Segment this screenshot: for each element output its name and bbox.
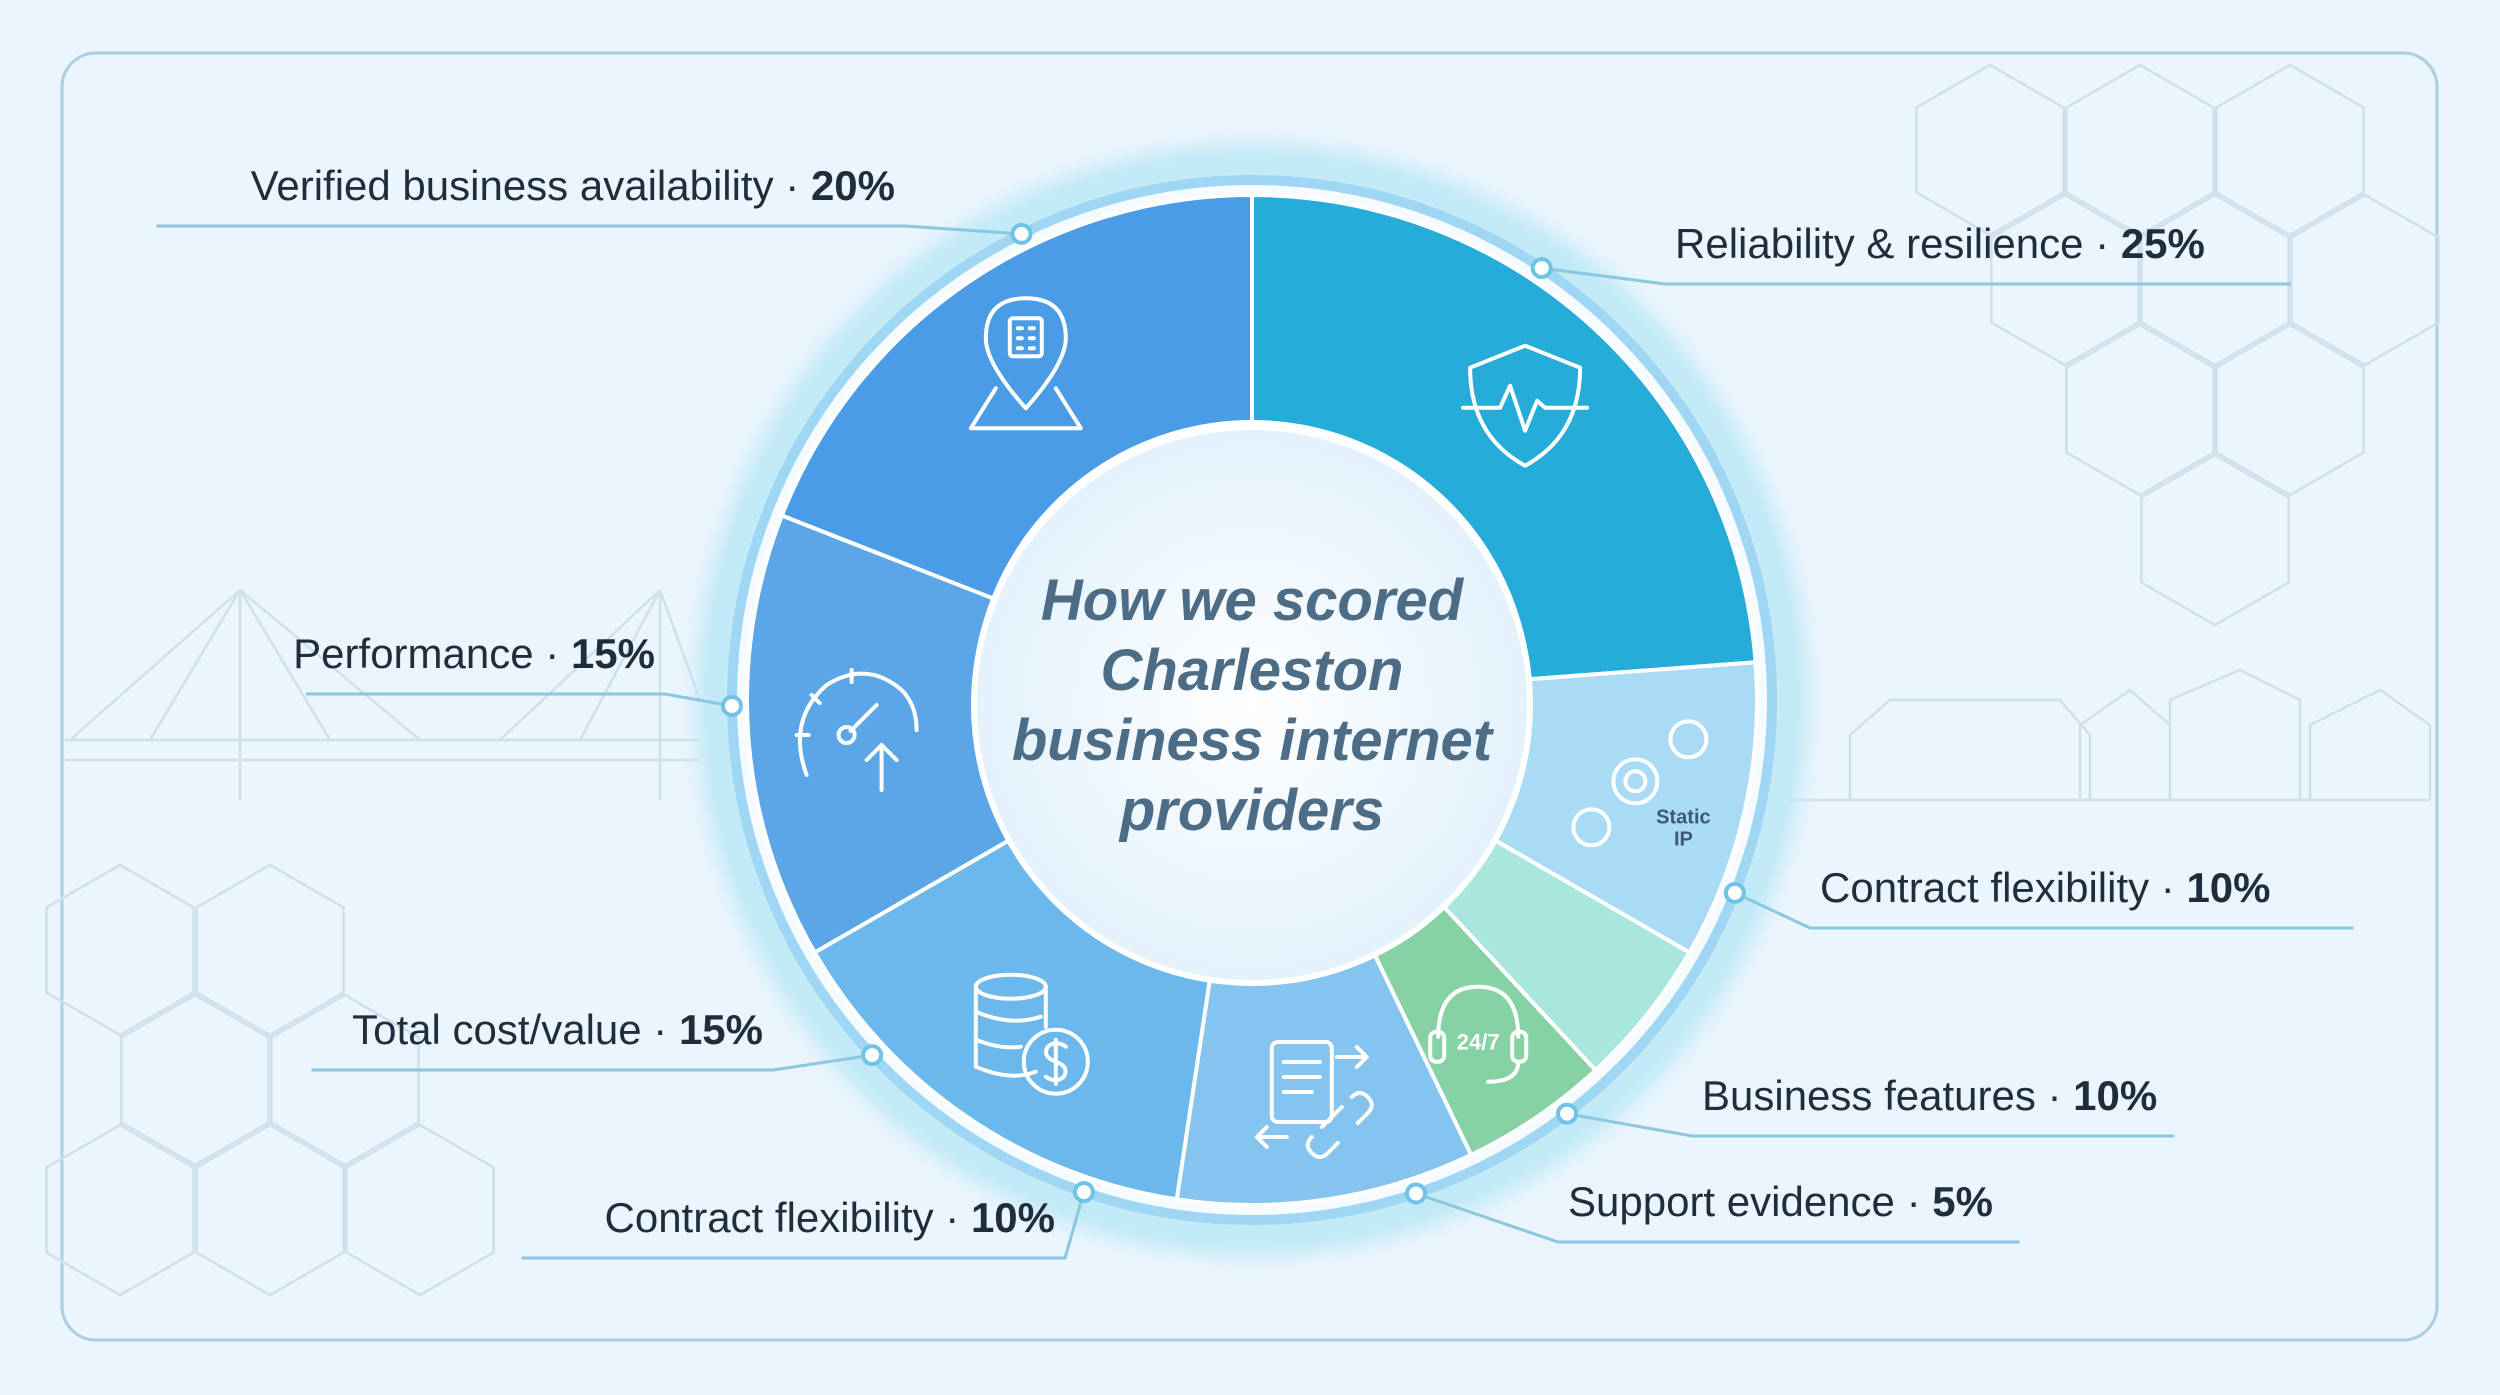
callout-total-cost-value-5: Total cost/value · 15%	[311, 1006, 884, 1072]
coins-dollar-icon	[973, 972, 1090, 1096]
support-24-7-label: 24/7	[1457, 1030, 1500, 1055]
category-name: Contract flexibility ·	[605, 1194, 971, 1241]
slice-reliability-resilience-0	[1250, 192, 1758, 682]
callout-dot	[1405, 1182, 1427, 1205]
callout-dot	[1723, 881, 1746, 904]
leader-line	[521, 1191, 1086, 1260]
hexagon-shape	[270, 993, 420, 1167]
hexagon-shape	[195, 863, 345, 1037]
chart-title-line: providers	[1118, 778, 1384, 843]
callout-verified-business-availability-7: Verified business availability · 20%	[156, 162, 1033, 245]
callout-dot	[1072, 1181, 1095, 1204]
static-ip-label-2: IP	[1674, 828, 1693, 850]
callout-dot	[861, 1044, 884, 1067]
hexagon-shape	[1915, 63, 2065, 237]
hexagon-shape	[345, 1123, 495, 1297]
background-decoration	[45, 63, 2440, 1297]
category-name: Contract flexibility ·	[1820, 864, 2186, 911]
callout-label: Verified business availability · 20%	[251, 162, 895, 209]
callout-dot	[1530, 257, 1553, 280]
hexagon-shape	[45, 863, 195, 1037]
category-name: Support evidence ·	[1568, 1178, 1932, 1225]
leader-line	[306, 692, 733, 708]
static-ip-label: Static	[1656, 806, 1710, 828]
hexagon-shape	[2215, 63, 2365, 237]
hexagon-shape	[2140, 453, 2290, 627]
category-name: Total cost/value ·	[352, 1006, 679, 1053]
hexagon-shape	[1990, 193, 2140, 367]
contract-link-icon	[1254, 1040, 1374, 1159]
hexagon-shape	[120, 993, 270, 1167]
leader-line	[1566, 1112, 2174, 1138]
callout-dot	[721, 695, 743, 717]
callout-contract-flexibility-1: Contract flexibility · 10%	[1723, 864, 2354, 930]
leader-line	[1541, 266, 2291, 286]
chart-title-line: business internet	[1012, 708, 1495, 773]
callout-label: Support evidence · 5%	[1568, 1178, 1993, 1225]
hexagon-shape	[2290, 193, 2440, 367]
callout-dot	[1556, 1102, 1578, 1125]
category-name: Reliability & resilience ·	[1675, 220, 2121, 267]
hexagon-shape	[45, 1123, 195, 1297]
callout-support-evidence-3: Support evidence · 5%	[1405, 1178, 2020, 1244]
category-value: 15%	[679, 1006, 763, 1053]
ring-glow	[697, 145, 1807, 1255]
category-value: 10%	[2186, 864, 2270, 911]
hexagon-shape	[195, 1123, 345, 1297]
callout-reliability-resilience-0: Reliability & resilience · 25%	[1530, 220, 2291, 286]
building-location-pin-icon	[968, 296, 1083, 431]
callout-dot	[1010, 222, 1033, 245]
hexagon-shape	[2065, 63, 2215, 237]
callout-label: Business features · 10%	[1702, 1072, 2157, 1119]
hexagon-shape	[2065, 323, 2215, 497]
callout-performance-6: Performance · 15%	[293, 630, 743, 717]
callout-label: Total cost/value · 15%	[352, 1006, 763, 1053]
houses-outline	[1790, 668, 2432, 802]
callout-label: Reliability & resilience · 25%	[1675, 220, 2205, 267]
leader-line	[156, 224, 1022, 236]
hexagon-shape	[2215, 323, 2365, 497]
hexagon-shape	[2140, 193, 2290, 367]
category-value: 10%	[971, 1194, 1055, 1241]
callout-contract-flexibility-4: Contract flexibility · 10%	[521, 1181, 1095, 1260]
speedometer-icon	[794, 668, 919, 792]
callout-business-features-2: Business features · 10%	[1556, 1072, 2174, 1138]
chart-title-line: How we scored	[1041, 568, 1465, 633]
headset-24-7-icon: 24/7	[1428, 984, 1529, 1084]
shield-heartbeat-icon	[1461, 343, 1590, 468]
callouts: Reliability & resilience · 25% Contract f…	[156, 162, 2354, 1260]
center-disc	[971, 424, 1533, 986]
callout-label: Contract flexibility · 10%	[605, 1194, 1056, 1241]
category-value: 5%	[1932, 1178, 1993, 1225]
callout-label: Contract flexibility · 10%	[1820, 864, 2271, 911]
category-name: Business features ·	[1702, 1072, 2073, 1119]
leader-line	[311, 1053, 873, 1072]
frame	[60, 51, 2439, 1342]
category-value: 10%	[2073, 1072, 2157, 1119]
leader-line	[1734, 891, 2354, 930]
category-value: 25%	[2121, 220, 2205, 267]
category-value: 15%	[571, 630, 655, 677]
chart-title-line: Charleston	[1101, 638, 1404, 703]
category-name: Performance ·	[293, 630, 571, 677]
leader-line	[1415, 1192, 2020, 1244]
category-value: 20%	[811, 162, 895, 209]
callout-label: Performance · 15%	[293, 630, 655, 677]
category-name: Verified business availability ·	[251, 162, 811, 209]
